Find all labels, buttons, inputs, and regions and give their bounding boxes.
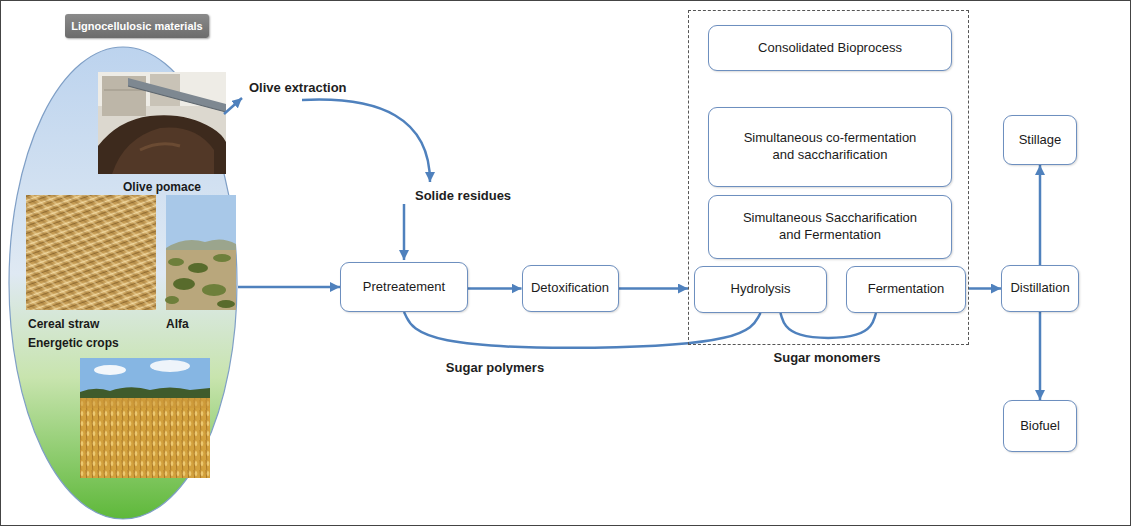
flow-arrow: [238, 286, 340, 289]
box-label: Distillation: [1010, 280, 1069, 297]
olive-pomace-photo: [98, 72, 226, 174]
edge-label-anchor: Sugar polymers: [443, 358, 547, 376]
annotation-anchor: Olive extraction: [246, 78, 350, 96]
leader-arrows: [224, 98, 430, 260]
tag-text: Lignocellulosic materials: [71, 19, 202, 33]
photo-tile: Alfa: [164, 195, 236, 331]
process-box: Pretreatement: [340, 262, 468, 312]
photo-caption: Energetic crops: [28, 336, 119, 350]
box-label: Biofuel: [1020, 418, 1060, 435]
process-box: Detoxification: [522, 265, 619, 312]
process-box: Biofuel: [1003, 400, 1077, 452]
process-group: Consolidated BioprocessSimultaneous co-f…: [688, 10, 969, 345]
process-box: Simultaneous co-fermentation and sacchar…: [708, 107, 952, 187]
box-label: Consolidated Bioprocess: [758, 40, 902, 57]
flow-arrow: [468, 287, 522, 290]
alfa-photo: [165, 195, 236, 310]
photo-caption: Olive pomace: [123, 180, 201, 194]
cereal-straw-photo: [26, 195, 156, 310]
box-label: Detoxification: [531, 280, 609, 297]
annotation-label: Olive extraction: [246, 80, 350, 96]
flow-arrow: [969, 287, 1001, 290]
annotation-label: Solide residues: [412, 188, 514, 204]
photo-tile: Olive pomace: [98, 72, 226, 194]
box-label: Simultaneous Saccharification and Fermen…: [735, 210, 925, 244]
wheat-field-photo: [80, 358, 210, 478]
photo-caption: Cereal straw: [28, 317, 99, 331]
flow-arrow: [1039, 165, 1042, 265]
category-tag: Lignocellulosic materials: [65, 14, 209, 38]
box-label: Pretreatement: [363, 279, 445, 296]
photo-tile: Cereal straw: [26, 195, 156, 331]
box-label: Fermentation: [868, 281, 945, 298]
flow-curve: [404, 312, 761, 348]
ellipse-outline: [8, 46, 238, 520]
process-box: Consolidated Bioprocess: [708, 25, 952, 71]
process-box: Hydrolysis: [694, 266, 827, 313]
box-label: Stillage: [1019, 132, 1062, 149]
process-box: Distillation: [1001, 265, 1079, 312]
process-box: Fermentation: [846, 266, 966, 313]
box-label: Hydrolysis: [731, 281, 791, 298]
annotation-anchor: Solide residues: [412, 186, 514, 204]
process-box: Simultaneous Saccharification and Fermen…: [708, 195, 952, 259]
photo-tile: Energetic crops: [26, 336, 212, 480]
process-box: Stillage: [1003, 115, 1077, 165]
photo-caption: Alfa: [166, 317, 189, 331]
flow-arrow: [1039, 312, 1042, 400]
feedstock-ellipse: Olive pomaceCereal straw AlfaEnergetic cr…: [8, 46, 238, 520]
edge-label: Sugar polymers: [443, 360, 547, 376]
flow-arrow: [619, 287, 689, 290]
edge-label: Sugar monomers: [771, 350, 884, 366]
edge-label-anchor: Sugar monomers: [771, 348, 884, 366]
flow-curve: [780, 313, 876, 338]
box-label: Simultaneous co-fermentation and sacchar…: [735, 130, 925, 164]
